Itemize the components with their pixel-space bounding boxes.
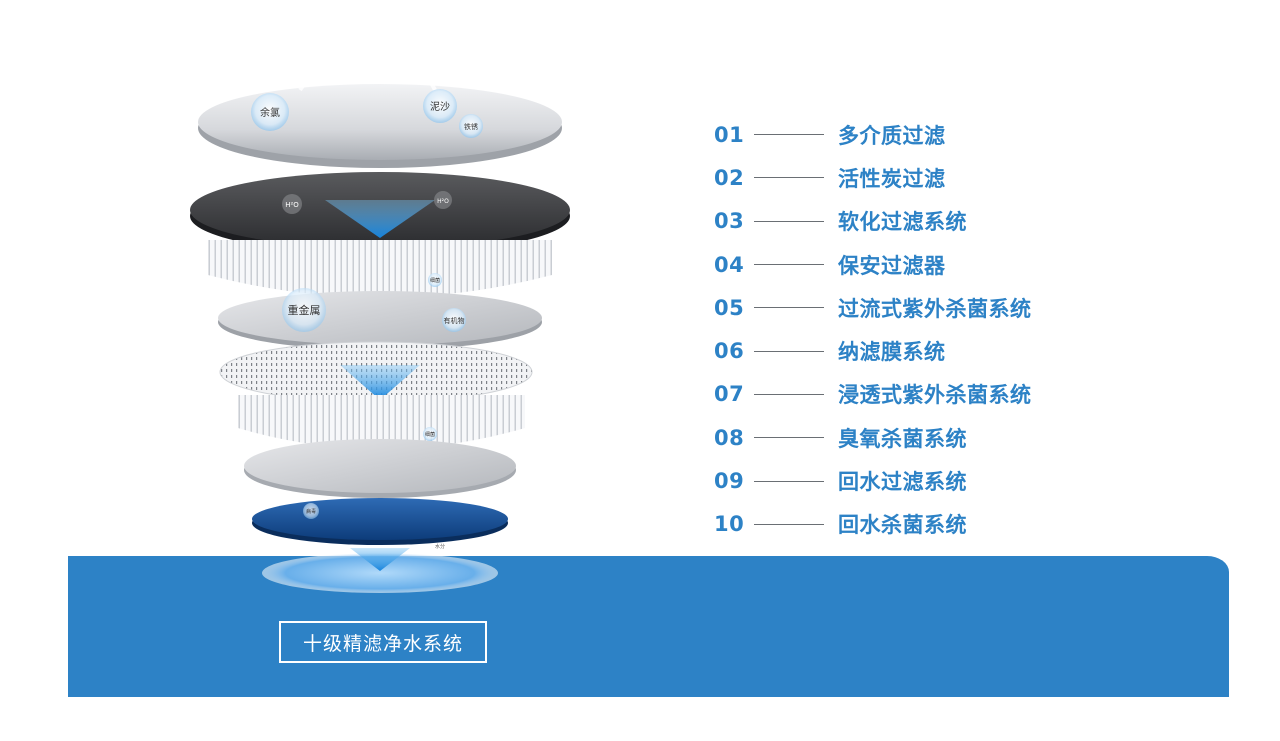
- svg-text:余氯: 余氯: [260, 106, 280, 119]
- step-item: 09 回水过滤系统: [714, 459, 1214, 502]
- step-item: 04 保安过滤器: [714, 243, 1214, 286]
- step-label: 保安过滤器: [838, 253, 946, 278]
- step-number: 05: [714, 295, 745, 320]
- svg-text:H²O: H²O: [437, 198, 449, 205]
- bubble-sediment: 泥沙: [423, 89, 457, 123]
- svg-text:有机物: 有机物: [444, 316, 465, 325]
- step-item: 02 活性炭过滤: [714, 156, 1214, 199]
- step-connector-line: [754, 134, 824, 136]
- step-label: 纳滤膜系统: [838, 340, 946, 365]
- svg-text:铁锈: 铁锈: [464, 122, 478, 131]
- step-item: 01 多介质过滤: [714, 113, 1214, 156]
- svg-text:细菌: 细菌: [430, 277, 440, 284]
- small-label-bacteria-1: 细菌: [428, 273, 442, 287]
- step-number: 10: [714, 512, 745, 537]
- step-connector-line: [754, 393, 824, 395]
- filter-stack-illustration: 余氯 泥沙 铁锈 重金属 有机物 H²O H²O 细菌: [190, 59, 570, 593]
- step-connector-line: [754, 350, 824, 352]
- step-label: 软化过滤系统: [838, 210, 967, 235]
- small-label-virus: 病毒: [303, 503, 319, 519]
- step-item: 03 软化过滤系统: [714, 200, 1214, 243]
- step-item: 05 过流式紫外杀菌系统: [714, 286, 1214, 329]
- small-label-bacteria-2: 细菌: [423, 427, 437, 441]
- step-connector-line: [754, 307, 824, 309]
- step-label: 过流式紫外杀菌系统: [838, 296, 1032, 321]
- step-number: 08: [714, 425, 745, 450]
- step-item: 06 纳滤膜系统: [714, 329, 1214, 372]
- small-label-h2o-right: H²O: [434, 191, 452, 209]
- svg-text:水分: 水分: [435, 543, 445, 550]
- step-connector-line: [754, 264, 824, 266]
- step-number: 06: [714, 339, 745, 364]
- step-item: 07 浸透式紫外杀菌系统: [714, 373, 1214, 416]
- step-number: 04: [714, 252, 745, 277]
- svg-text:细菌: 细菌: [425, 431, 435, 438]
- bubble-organic: 有机物: [442, 308, 466, 332]
- svg-text:病毒: 病毒: [306, 508, 316, 515]
- system-title: 十级精滤净水系统: [302, 632, 463, 655]
- step-number: 01: [714, 122, 745, 147]
- step-label: 浸透式紫外杀菌系统: [838, 383, 1032, 408]
- step-number: 09: [714, 469, 745, 494]
- step-item: 08 臭氧杀菌系统: [714, 416, 1214, 459]
- small-label-h2o-left: H²O: [282, 194, 302, 214]
- svg-text:泥沙: 泥沙: [430, 100, 450, 113]
- svg-text:重金属: 重金属: [288, 303, 321, 317]
- step-number: 03: [714, 209, 745, 234]
- bottom-band: [68, 556, 1229, 697]
- step-connector-line: [754, 523, 824, 525]
- svg-text:H²O: H²O: [285, 201, 299, 209]
- small-label-water: 水分: [435, 543, 445, 550]
- step-connector-line: [754, 480, 824, 482]
- step-connector-line: [754, 220, 824, 222]
- step-connector-line: [754, 437, 824, 439]
- step-label: 多介质过滤: [838, 123, 946, 148]
- bubble-rust: 铁锈: [459, 114, 483, 138]
- step-number: 07: [714, 382, 745, 407]
- step-label: 回水杀菌系统: [838, 513, 967, 538]
- step-label: 回水过滤系统: [838, 470, 967, 495]
- step-item: 10 回水杀菌系统: [714, 503, 1214, 546]
- step-label: 臭氧杀菌系统: [838, 426, 967, 451]
- step-number: 02: [714, 165, 745, 190]
- system-title-box: 十级精滤净水系统: [279, 621, 487, 663]
- bubble-residual-chlorine: 余氯: [251, 93, 289, 131]
- step-connector-line: [754, 177, 824, 179]
- filtration-step-list: 01 多介质过滤 02 活性炭过滤 03 软化过滤系统 04 保安过滤器 05 …: [714, 113, 1214, 546]
- step-label: 活性炭过滤: [838, 166, 946, 191]
- bubble-heavy-metal: 重金属: [282, 288, 326, 332]
